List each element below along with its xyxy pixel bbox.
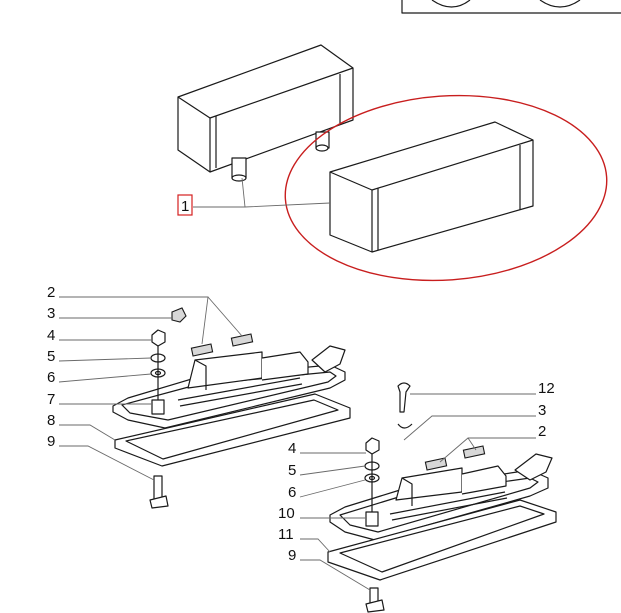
part-12-label: 12 bbox=[538, 380, 555, 397]
part-2-label-left: 2 bbox=[47, 284, 55, 301]
right-lamp-housing bbox=[329, 453, 553, 541]
left-small-parts bbox=[149, 307, 254, 509]
part-1-leader bbox=[193, 177, 331, 208]
highlight-ellipse bbox=[284, 94, 608, 282]
part-8-label: 8 bbox=[47, 412, 55, 429]
part-3-label-left: 3 bbox=[47, 305, 55, 322]
right-small-parts bbox=[364, 382, 486, 613]
part-7-label: 7 bbox=[47, 391, 55, 408]
left-gasket bbox=[114, 393, 351, 467]
right-gasket bbox=[327, 499, 557, 581]
part-1-label: 1 bbox=[181, 198, 189, 215]
part-5-label-right: 5 bbox=[288, 462, 296, 479]
part-1-label-box bbox=[177, 194, 193, 216]
lamp-box-front bbox=[329, 121, 534, 253]
part-10-label: 10 bbox=[278, 505, 295, 522]
left-lamp-housing bbox=[112, 345, 346, 429]
part-2-label-right: 2 bbox=[538, 423, 546, 440]
right-labels: 12 3 2 4 5 6 10 11 9 bbox=[278, 380, 555, 591]
part-9-label-left: 9 bbox=[47, 433, 55, 450]
part-6-label-right: 6 bbox=[288, 484, 296, 501]
part-11-label: 11 bbox=[278, 526, 294, 543]
part-6-label-left: 6 bbox=[47, 369, 55, 386]
left-labels: 2 3 4 5 6 7 8 9 bbox=[47, 284, 243, 481]
part-5-label-left: 5 bbox=[47, 348, 55, 365]
part-9-label-right: 9 bbox=[288, 547, 296, 564]
part-3-label-right: 3 bbox=[538, 402, 546, 419]
part-4-label-left: 4 bbox=[47, 327, 55, 344]
part-4-label-right: 4 bbox=[288, 440, 296, 457]
lamp-box-rear bbox=[177, 44, 354, 182]
inset-frame bbox=[401, 0, 621, 14]
